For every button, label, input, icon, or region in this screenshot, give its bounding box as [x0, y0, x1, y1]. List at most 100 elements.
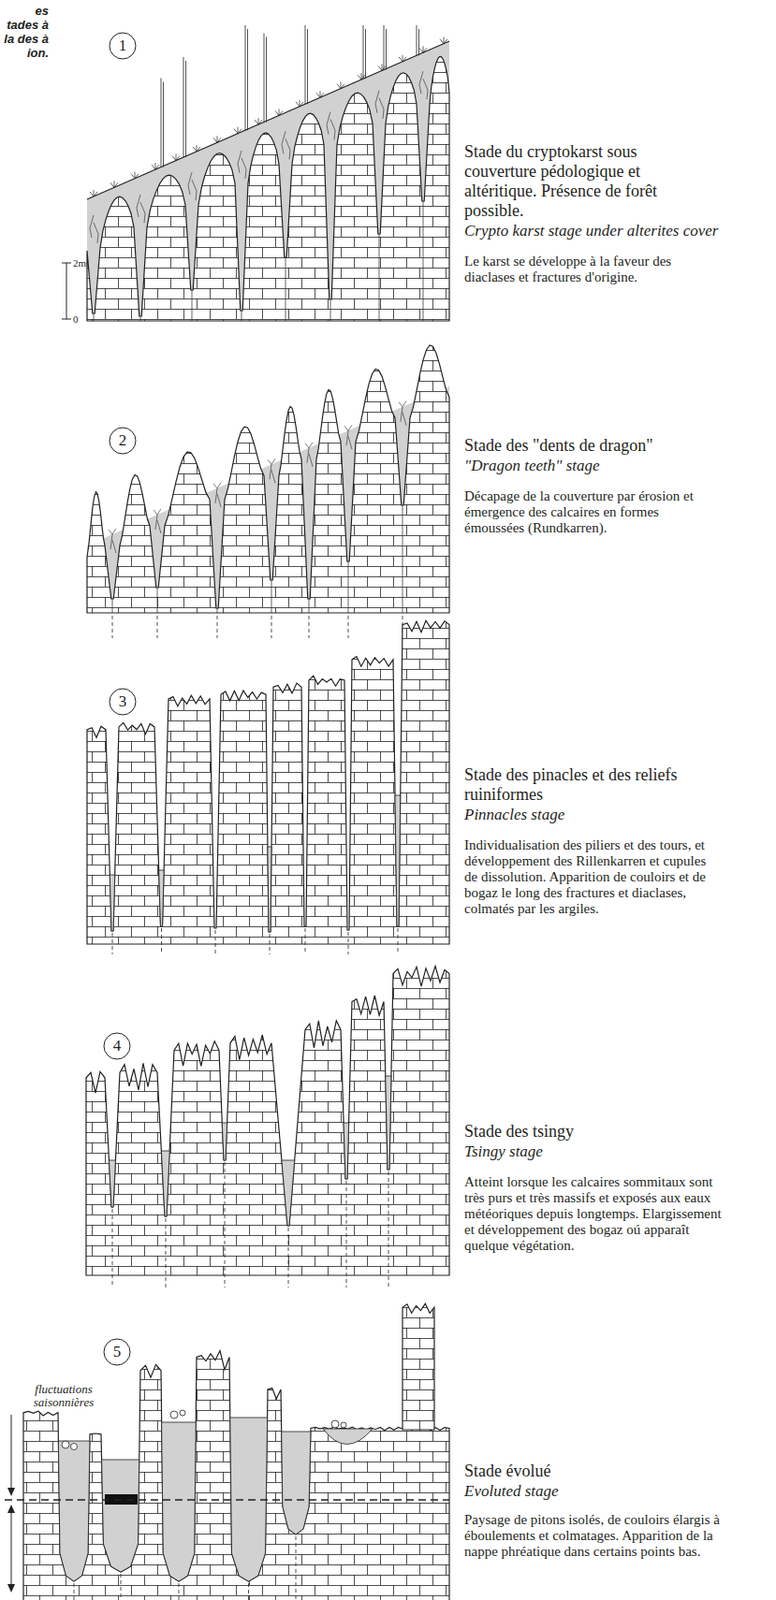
fracture-line: [157, 587, 159, 614]
clay-fill: [267, 847, 272, 933]
rock-block: [170, 1411, 178, 1420]
clay-fill: [58, 1441, 90, 1582]
grass-tuft: [344, 424, 352, 450]
stage-subtitle: Tsingy stage: [464, 1142, 746, 1162]
root-lines: [281, 131, 291, 160]
grass-tuft: [305, 442, 313, 468]
root-lines: [237, 150, 247, 179]
figure-caption: es tades à la des à ion.: [3, 3, 49, 60]
stage-circle: [109, 688, 136, 716]
rock-block: [331, 1420, 339, 1429]
water-table-line: [4, 1499, 450, 1502]
grass-tuft: [192, 145, 201, 152]
grass-tuft: [439, 37, 448, 44]
rock-block: [71, 1444, 78, 1451]
stage-title: Stade des "dents de dragon": [464, 436, 746, 456]
fracture-line: [112, 615, 114, 639]
fracture-line: [161, 928, 162, 955]
fracture-line: [305, 928, 307, 955]
grass-tuft: [398, 401, 407, 426]
stage-description: Atteint lorsque les calcaires sommitaux …: [464, 1174, 722, 1255]
fluctuation-arrow: [11, 1415, 13, 1491]
clay-fill: [395, 795, 401, 927]
stage-subtitle: Evoluted stage: [464, 1482, 746, 1502]
root-lines: [188, 172, 197, 201]
callout-number: 4: [103, 1036, 131, 1057]
grass-tuft: [419, 45, 427, 53]
fracture-line: [157, 615, 159, 639]
stage-circle: [109, 32, 136, 59]
fracture-line: [423, 201, 425, 322]
stage-title: Stade du cryptokarst sous couverture péd…: [464, 142, 703, 221]
clay-fill: [281, 1432, 311, 1536]
grass-tuft: [398, 55, 407, 62]
clay-fill: [102, 1460, 140, 1573]
tree-trunk: [383, 25, 387, 71]
callout-number: 1: [109, 35, 136, 57]
stage-circle: [103, 1033, 131, 1060]
grass-tuft: [234, 127, 242, 134]
fracture-line: [295, 1537, 297, 1600]
grass-tuft: [275, 108, 283, 116]
rock-block: [179, 1410, 186, 1417]
clay-fill: [322, 1429, 373, 1446]
grass-tuft: [378, 63, 386, 71]
grass-tuft: [108, 528, 117, 554]
grass-tuft: [153, 509, 162, 534]
stage-description: Le karst se développe à la faveur des di…: [464, 253, 722, 286]
fracture-line: [348, 561, 350, 614]
callout-number: 2: [109, 430, 136, 452]
clay-fill: [109, 1160, 117, 1208]
grass-tuft: [213, 135, 221, 143]
scale-label: 2m: [73, 257, 87, 269]
stage-description: Paysage de pitons isolés, de couloirs él…: [464, 1512, 722, 1561]
clay-fill: [159, 870, 164, 927]
root-lines: [375, 90, 384, 119]
tree-trunk: [183, 57, 187, 158]
stage-circle: [109, 427, 136, 454]
fracture-line: [165, 1218, 167, 1289]
fracture-line: [112, 599, 114, 614]
fracture-line: [330, 299, 332, 322]
stage-subtitle: Crypto karst stage under alterites cover: [464, 221, 746, 241]
grass-tuft: [316, 90, 324, 98]
fracture-line: [271, 615, 273, 639]
root-lines: [136, 194, 146, 223]
limestone-mass: [87, 57, 450, 322]
fracture-line: [140, 316, 142, 322]
stage-circle: [103, 1339, 131, 1366]
fluctuation-arrow: [11, 1512, 13, 1586]
root-lines: [419, 71, 428, 100]
stage-drawings: [4, 25, 450, 1600]
clay-fill: [161, 1151, 170, 1217]
fracture-line: [112, 933, 114, 955]
ground-line: [87, 41, 450, 200]
tree-trunk: [416, 25, 420, 56]
stage-title: Stade évolué: [464, 1462, 746, 1482]
stage-title: Stade des tsingy: [464, 1122, 746, 1143]
grass-tuft: [357, 73, 366, 80]
grass-tuft: [89, 190, 98, 197]
fracture-line: [120, 1574, 122, 1600]
clay-fill: [221, 1123, 227, 1161]
fracture-line: [112, 1209, 114, 1289]
root-lines: [89, 215, 99, 244]
tree-trunk: [161, 78, 164, 168]
arrow-head: [7, 1584, 15, 1594]
stage-description: Individualisation des piliers et des tou…: [464, 837, 722, 918]
scale-label: 0: [73, 313, 79, 325]
fracture-line: [348, 932, 350, 955]
tree-trunk: [363, 25, 367, 79]
clay-fill: [109, 875, 115, 932]
fracture-line: [178, 1583, 180, 1600]
fracture-line: [288, 1228, 290, 1289]
fracture-line: [73, 1583, 75, 1600]
scale-tick: [61, 319, 72, 321]
clay-fill: [161, 1422, 197, 1582]
fracture-line: [271, 580, 273, 614]
limestone-mass: [87, 345, 450, 614]
stage-subtitle: "Dragon teeth" stage: [464, 456, 746, 476]
grass-tuft: [213, 483, 221, 508]
fracture-line: [248, 1583, 249, 1600]
